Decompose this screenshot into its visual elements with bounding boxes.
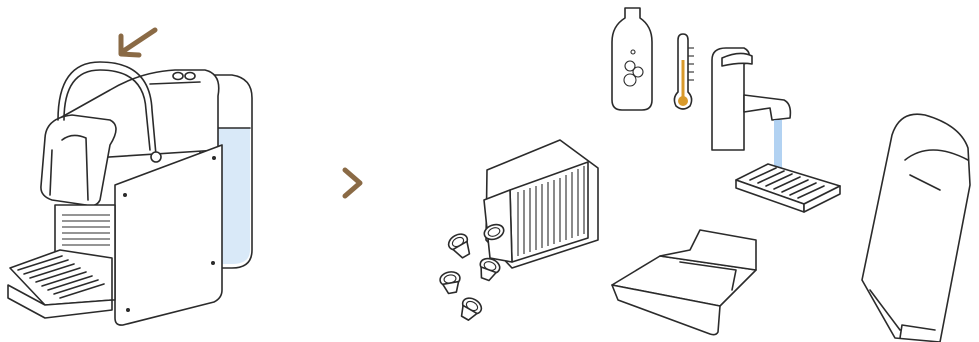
thermometer-icon	[674, 34, 694, 109]
coffee-machine	[8, 62, 252, 325]
power-button	[173, 73, 183, 80]
arrow-down-left-icon	[121, 30, 155, 55]
chevron-right-icon	[345, 170, 360, 196]
drip-tray	[612, 230, 756, 335]
drip-grid	[8, 250, 112, 318]
capsule	[456, 295, 484, 323]
capsule-container	[484, 140, 598, 268]
capsule	[439, 270, 462, 294]
side-panel	[115, 145, 222, 325]
water-tank-removed	[862, 114, 970, 342]
brew-button	[185, 73, 195, 80]
used-capsules	[439, 222, 506, 323]
lever-pivot	[151, 152, 161, 162]
drip-grid-rinsed	[736, 164, 840, 212]
capsule	[446, 231, 475, 261]
dish-soap-icon	[612, 8, 652, 110]
